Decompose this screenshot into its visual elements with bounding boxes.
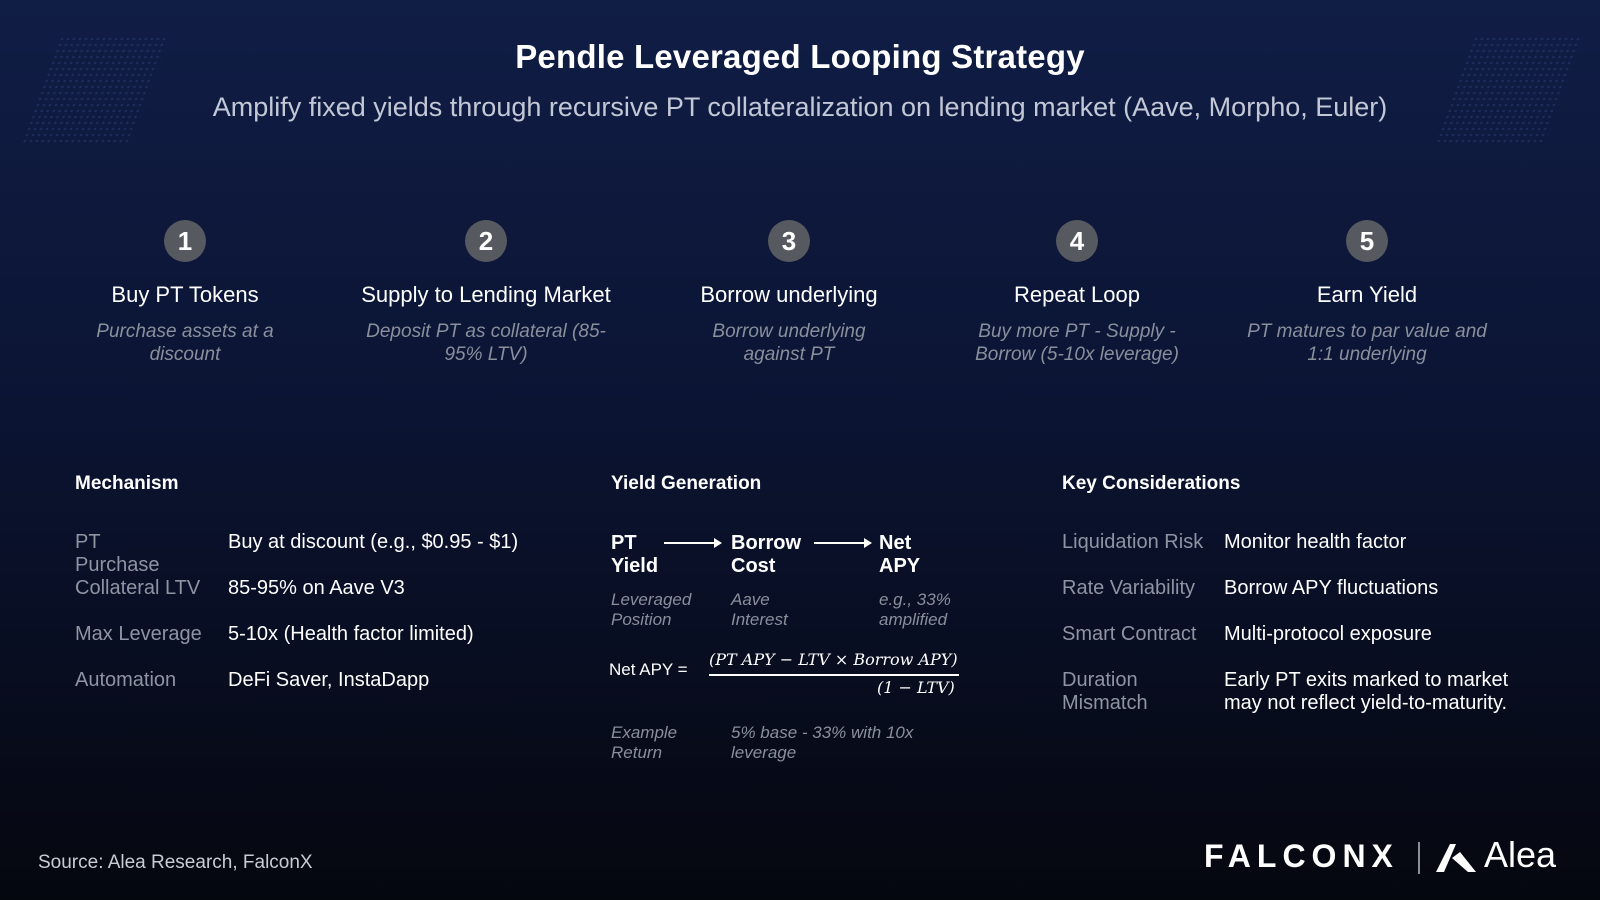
step-description: Buy more PT - Supply - Borrow (5-10x lev… — [975, 321, 1179, 365]
arrow-right-icon — [814, 538, 872, 548]
arrow-right-icon — [664, 538, 722, 548]
step-number-badge: 2 — [465, 220, 507, 262]
formula-denominator: (1 − LTV) — [877, 678, 955, 697]
logo-divider — [1418, 842, 1420, 874]
fraction-bar — [709, 674, 959, 676]
flow-node-sub: Aave Interest — [731, 590, 788, 629]
falconx-logo: FALCONX — [1204, 838, 1399, 874]
step-3: 3 Borrow underlying Borrow underlying ag… — [639, 220, 939, 366]
row-label: Duration Mismatch — [1062, 669, 1148, 714]
step-title: Earn Yield — [1316, 282, 1418, 307]
step-number-badge: 4 — [1056, 220, 1098, 262]
page-subtitle: Amplify fixed yields through recursive P… — [212, 92, 1388, 122]
yield-generation-heading: Yield Generation — [611, 473, 762, 494]
row-label: Max Leverage — [75, 623, 202, 645]
row-value: 85-95% on Aave V3 — [228, 577, 405, 599]
step-description: Borrow underlying against PT — [712, 321, 866, 365]
row-value: Monitor health factor — [1224, 531, 1407, 553]
yield-flow-diagram: PT Yield Leveraged Position Borrow Cost … — [611, 532, 961, 672]
formula-label: Net APY = — [609, 660, 688, 679]
step-1: 1 Buy PT Tokens Purchase assets at a dis… — [35, 220, 335, 366]
row-value: Borrow APY fluctuations — [1224, 577, 1439, 599]
flow-node-net-apy: Net APY — [879, 532, 921, 577]
step-description: Purchase assets at a discount — [96, 321, 274, 365]
page-title: Pendle Leveraged Looping Strategy — [515, 38, 1085, 75]
step-title: Repeat Loop — [1014, 282, 1140, 307]
row-label: Rate Variability — [1062, 577, 1196, 599]
row-value: 5-10x (Health factor limited) — [228, 623, 474, 645]
step-title: Buy PT Tokens — [111, 282, 259, 307]
steps-row: 1 Buy PT Tokens Purchase assets at a dis… — [0, 220, 1600, 380]
step-4: 4 Repeat Loop Buy more PT - Supply - Bor… — [927, 220, 1227, 366]
flow-node-borrow-cost: Borrow Cost — [731, 532, 801, 577]
flow-node-pt-yield: PT Yield — [611, 532, 659, 577]
row-value: Early PT exits marked to market may not … — [1224, 669, 1509, 714]
row-value: DeFi Saver, InstaDapp — [228, 669, 430, 691]
step-description: Deposit PT as collateral (85-95% LTV) — [366, 321, 606, 365]
row-value: Multi-protocol exposure — [1224, 623, 1432, 645]
example-label: Example Return — [611, 723, 678, 762]
row-label: Liquidation Risk — [1062, 531, 1204, 553]
alea-logo-icon — [1436, 844, 1476, 872]
formula-numerator: (PT APY − LTV × Borrow APY) — [709, 650, 958, 669]
net-apy-formula: Net APY = (PT APY − LTV × Borrow APY) (1… — [609, 648, 969, 698]
step-5: 5 Earn Yield PT matures to par value and… — [1217, 220, 1517, 366]
source-note: Source: Alea Research, FalconX — [38, 852, 313, 873]
row-label: Smart Contract — [1062, 623, 1197, 645]
row-value: Buy at discount (e.g., $0.95 - $1) — [228, 531, 519, 553]
step-number-badge: 1 — [164, 220, 206, 262]
step-description: PT matures to par value and 1:1 underlyi… — [1247, 321, 1487, 365]
row-label: Automation — [75, 669, 177, 691]
row-label: Collateral LTV — [75, 577, 201, 599]
step-number-badge: 5 — [1346, 220, 1388, 262]
step-title: Supply to Lending Market — [361, 282, 611, 307]
flow-node-sub: e.g., 33% amplified — [879, 590, 951, 629]
step-title: Borrow underlying — [700, 282, 878, 307]
flow-node-sub: Leveraged Position — [611, 590, 692, 629]
row-label: PT Purchase — [75, 531, 160, 576]
mechanism-heading: Mechanism — [75, 473, 179, 494]
example-value: 5% base - 33% with 10x leverage — [731, 723, 914, 762]
alea-logo-text: Alea — [1484, 834, 1557, 875]
key-considerations-heading: Key Considerations — [1062, 473, 1241, 494]
step-number-badge: 3 — [768, 220, 810, 262]
step-2: 2 Supply to Lending Market Deposit PT as… — [336, 220, 636, 366]
